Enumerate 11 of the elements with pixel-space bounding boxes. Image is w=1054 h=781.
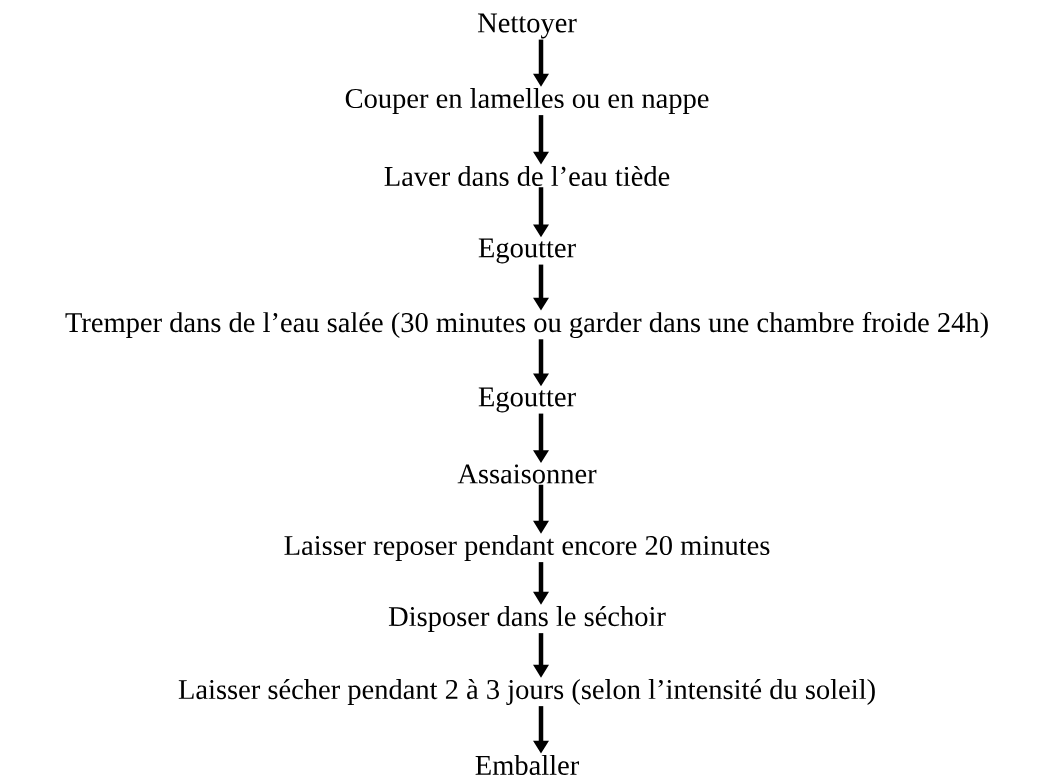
step-text: Assaisonner <box>457 464 597 484</box>
step-text: Couper en lamelles ou en nappe <box>345 88 709 114</box>
step-text: Egoutter <box>478 387 576 413</box>
step-text: Laisser sécher pendant 2 à 3 jours (selon l’intensité du soleil) <box>178 679 875 705</box>
step-text: Tremper dans de l’eau salée (30 minutes ou garder dans une chambre froide 24h) <box>65 311 988 339</box>
step-text: Disposer dans le séchoir <box>388 606 666 632</box>
step-text: Nettoyer <box>477 13 577 39</box>
step-text: Laisser reposer pendant encore 20 minutes <box>284 535 770 561</box>
step-text: Emballer <box>475 754 579 775</box>
step-text: Laver dans de l’eau tiède <box>384 165 670 187</box>
step-text: Egoutter <box>478 238 576 264</box>
